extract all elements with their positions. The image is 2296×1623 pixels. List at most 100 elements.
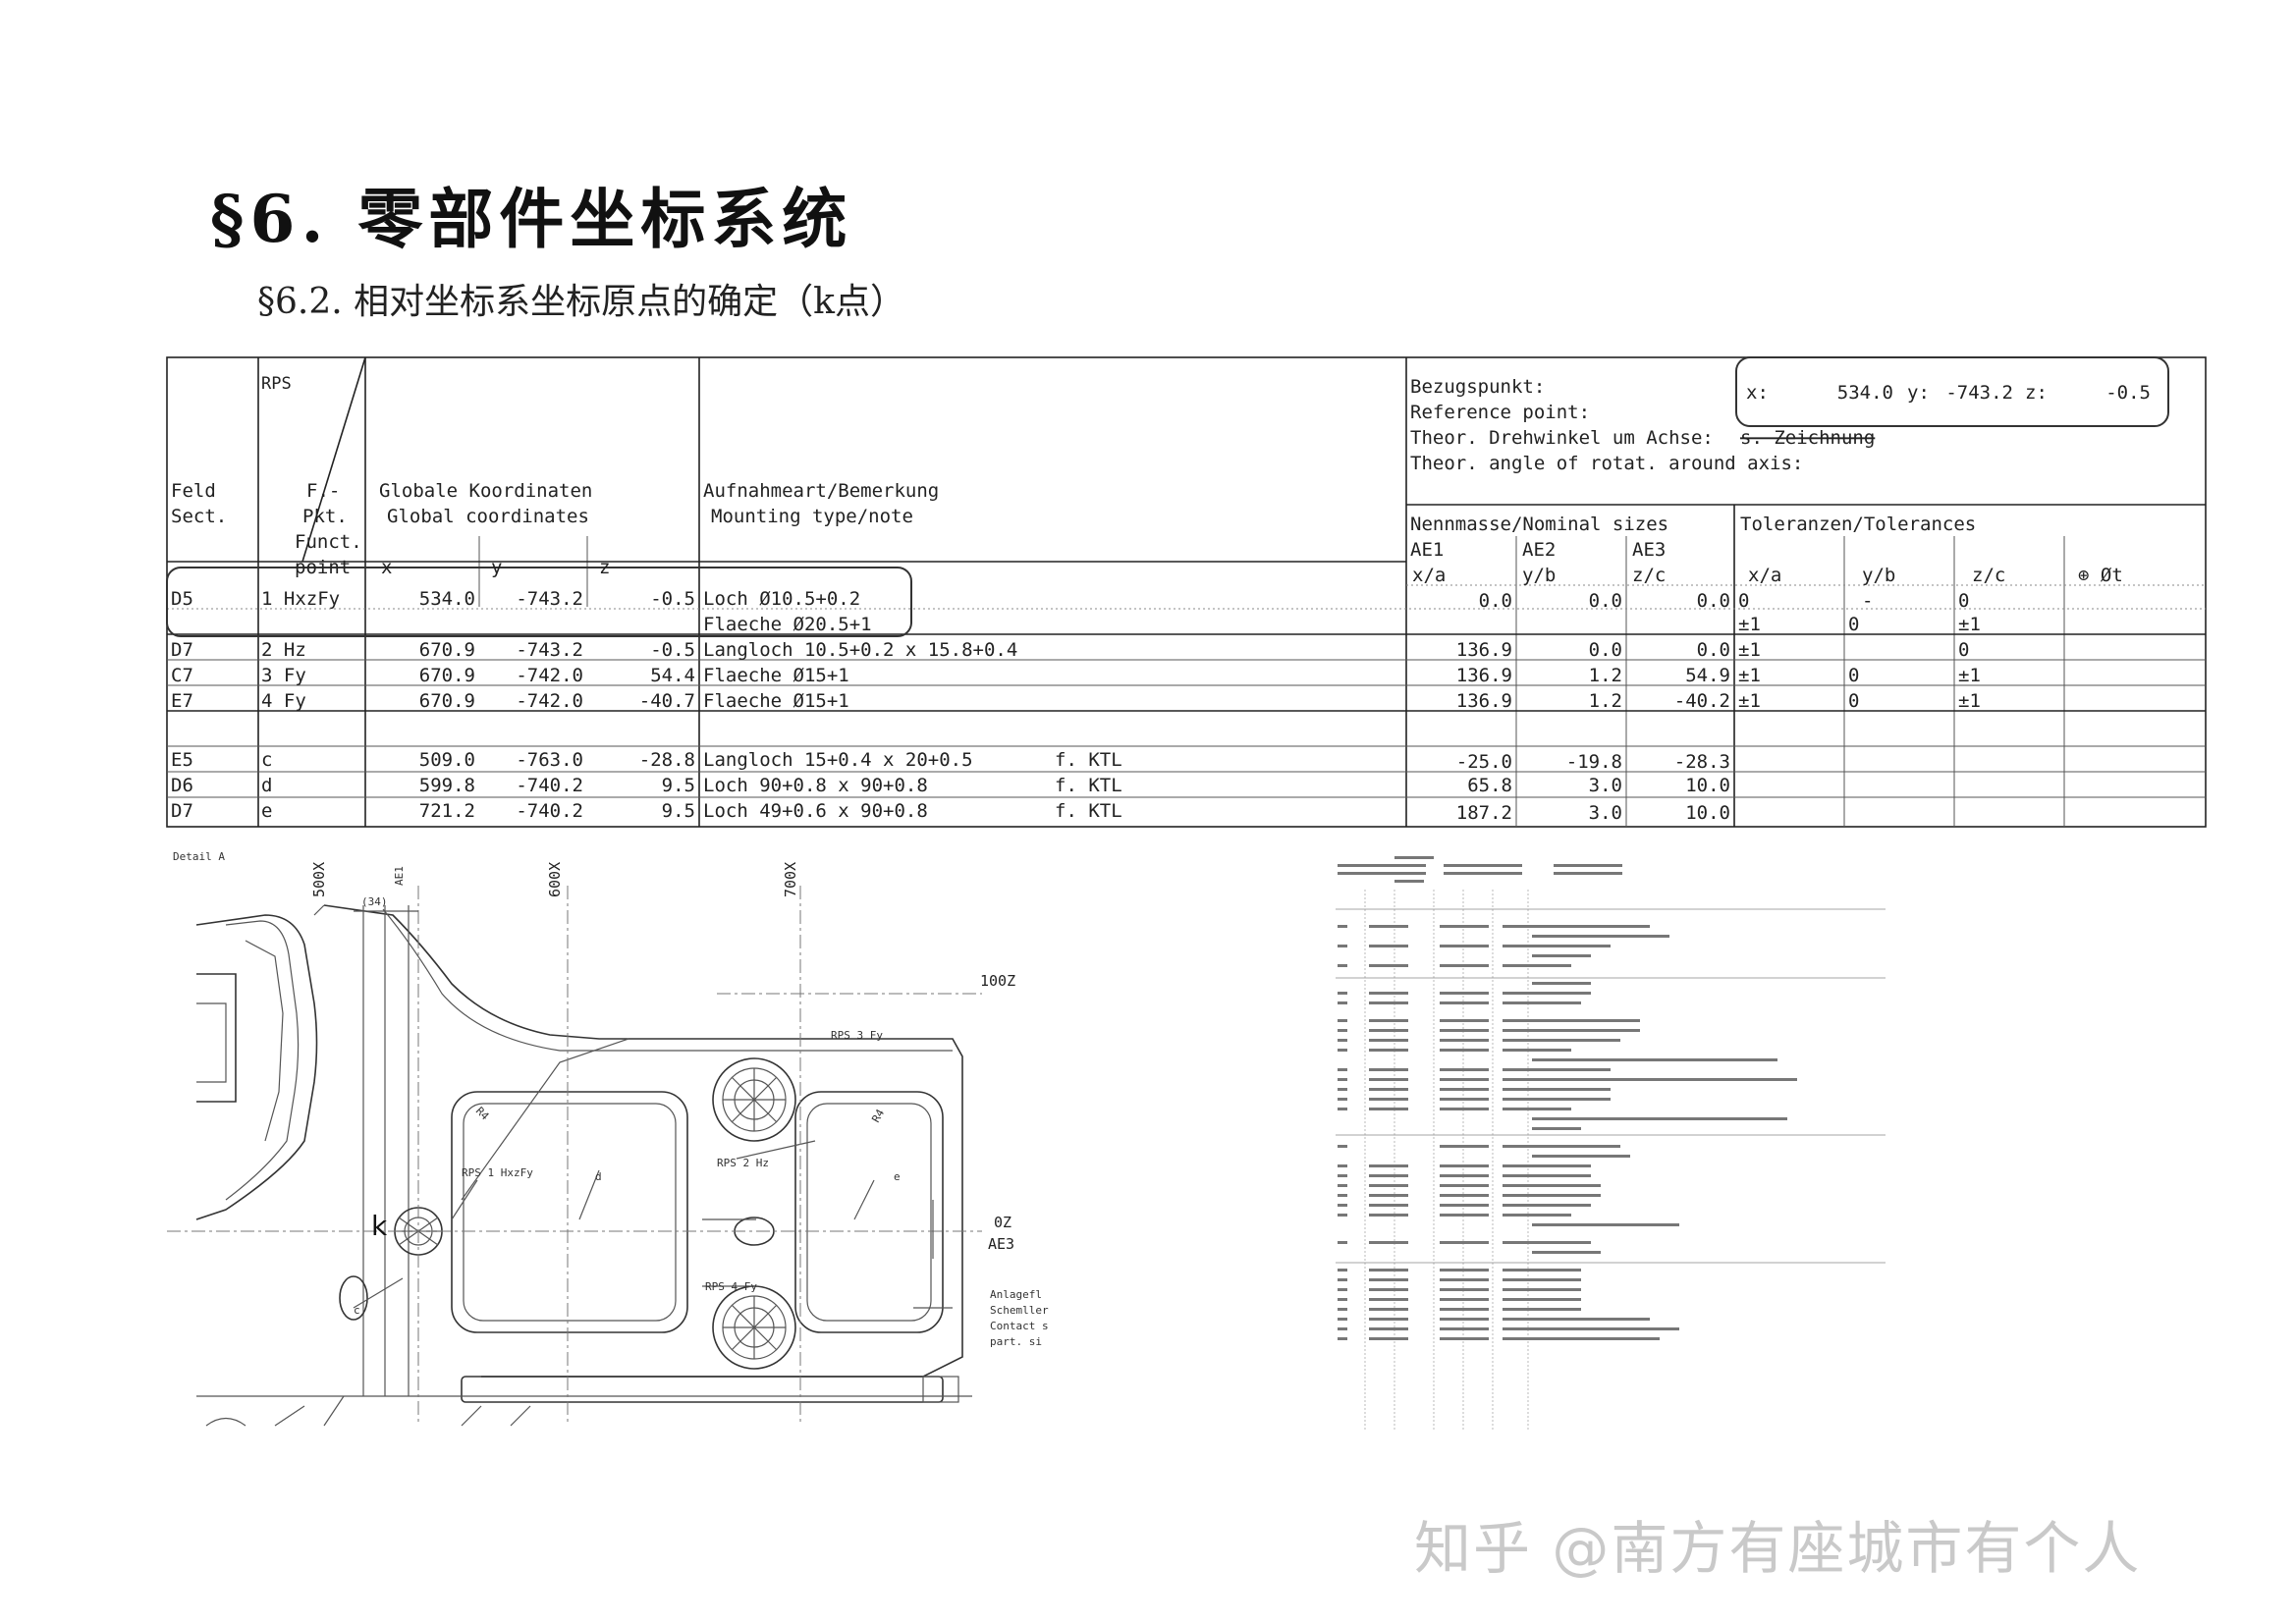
- cell-nz: -40.2: [1674, 690, 1730, 712]
- cell-ty: 0: [1848, 665, 1859, 686]
- ref-x-label: x:: [1746, 382, 1769, 404]
- hdr-tzc: z/c: [1972, 565, 2005, 586]
- hdr-global: Global coordinates: [387, 506, 589, 527]
- hdr-ae2: AE2: [1522, 539, 1556, 561]
- cell-nx: 187.2: [1456, 802, 1512, 824]
- cell-feld: D7: [171, 800, 193, 822]
- hole-c-label: c: [354, 1304, 360, 1317]
- axis-ae3: AE3: [988, 1235, 1014, 1253]
- cell-note: Loch 90+0.8 x 90+0.8: [703, 775, 928, 796]
- axis-ae1: AE1: [393, 866, 406, 886]
- cell-nz: -28.3: [1674, 751, 1730, 773]
- rps2-label: RPS 2 Hz: [717, 1157, 769, 1169]
- axis-700x: 700X: [782, 862, 799, 897]
- cell-x: 670.9: [419, 665, 475, 686]
- thumbnail-text-lines: [1336, 856, 1886, 1430]
- cell-z: 9.5: [662, 775, 695, 796]
- anlage-label-1: Anlagefl: [990, 1288, 1042, 1301]
- cell-ktl: f. KTL: [1055, 749, 1122, 771]
- cell-feld: D6: [171, 775, 193, 796]
- hdr-globale: Globale Koordinaten: [379, 480, 592, 502]
- cell-y: -740.2: [516, 800, 583, 822]
- anlage-label-3: Contact s: [990, 1320, 1049, 1332]
- table-row: C7 3 Fy 670.9 -742.0 54.4 Flaeche Ø15+1 …: [171, 665, 1981, 686]
- hdr-xa: x/a: [1412, 565, 1446, 586]
- section-title: §6. 零部件坐标系统: [210, 181, 853, 257]
- hdr-txa: x/a: [1748, 565, 1781, 586]
- rps1-label: RPS 1 HxzFy: [462, 1166, 533, 1179]
- cell-note2: Flaeche Ø20.5+1: [703, 614, 872, 635]
- cell-nz: 54.9: [1685, 665, 1730, 686]
- cell-rps: 1 HxzFy: [261, 588, 340, 610]
- cell-ty2: 0: [1848, 614, 1859, 635]
- cell-tx: 0: [1738, 590, 1749, 612]
- table-row: D7 2 Hz 670.9 -743.2 -0.5 Langloch 10.5+…: [171, 639, 1969, 661]
- cell-nz: 10.0: [1685, 775, 1730, 796]
- cell-ktl: f. KTL: [1055, 800, 1122, 822]
- watermark: 知乎 @南方有座城市有个人: [1414, 1515, 2142, 1582]
- ref-z: -0.5: [2105, 382, 2151, 404]
- hdr-ae3: AE3: [1632, 539, 1666, 561]
- hole-d-label: d: [595, 1170, 602, 1183]
- cell-tz2: ±1: [1958, 614, 1981, 635]
- cell-ny: 1.2: [1589, 690, 1622, 712]
- hdr-yb: y/b: [1522, 565, 1556, 586]
- hdr-point: point: [295, 557, 351, 578]
- dimension-label: (34): [361, 895, 388, 908]
- cell-z: -28.8: [639, 749, 695, 771]
- cell-nx: -25.0: [1456, 751, 1512, 773]
- hdr-sect: Sect.: [171, 506, 227, 527]
- cell-ktl: f. KTL: [1055, 775, 1122, 796]
- axis-500x: 500X: [310, 862, 328, 897]
- cell-rps: 2 Hz: [261, 639, 306, 661]
- cell-feld: E5: [171, 749, 193, 771]
- cell-nz: 0.0: [1697, 639, 1730, 661]
- cell-ny: 1.2: [1589, 665, 1622, 686]
- ref-z-label: z:: [2025, 382, 2048, 404]
- document-thumbnail: [1336, 856, 1886, 1430]
- table-row: D5 1 HxzFy 534.0 -743.2 -0.5 Loch Ø10.5+…: [171, 588, 1981, 635]
- cell-rps: 4 Fy: [261, 690, 306, 712]
- cell-feld: C7: [171, 665, 193, 686]
- cell-x: 509.0: [419, 749, 475, 771]
- cell-note: Langloch 15+0.4 x 20+0.5: [703, 749, 973, 771]
- cell-nx: 136.9: [1456, 690, 1512, 712]
- cell-ty: 0: [1848, 690, 1859, 712]
- cell-z: 9.5: [662, 800, 695, 822]
- axis-600x: 600X: [546, 862, 564, 897]
- hdr-y: y: [491, 557, 502, 578]
- cell-y: -742.0: [516, 690, 583, 712]
- hdr-pkt: Pkt.: [302, 506, 348, 527]
- cell-y: -742.0: [516, 665, 583, 686]
- cell-feld: D5: [171, 588, 193, 610]
- cell-ny: 0.0: [1589, 639, 1622, 661]
- subsection-title: §6.2. 相对坐标系坐标原点的确定（k点）: [257, 282, 905, 322]
- cell-rps: 3 Fy: [261, 665, 306, 686]
- axis-100z: 100Z: [980, 972, 1015, 990]
- cell-ny: 3.0: [1589, 802, 1622, 824]
- cell-nx: 136.9: [1456, 665, 1512, 686]
- hdr-tol: Toleranzen/Tolerances: [1740, 514, 1976, 535]
- cell-tz: ±1: [1958, 690, 1981, 712]
- cell-feld: E7: [171, 690, 193, 712]
- ref-y: -743.2: [1945, 382, 2013, 404]
- hdr-mounting: Mounting type/note: [711, 506, 913, 527]
- detail-label: Detail A: [173, 850, 225, 863]
- hdr-tt: ⊕ Øt: [2078, 565, 2123, 586]
- hdr-tyb: y/b: [1862, 565, 1895, 586]
- hdr-ae1: AE1: [1410, 539, 1444, 561]
- cell-note: Loch Ø10.5+0.2: [703, 588, 860, 610]
- cell-rps: e: [261, 800, 272, 822]
- cell-note: Flaeche Ø15+1: [703, 690, 849, 712]
- hole-e-label: e: [894, 1170, 901, 1183]
- cell-y: -740.2: [516, 775, 583, 796]
- cell-x: 599.8: [419, 775, 475, 796]
- cell-x: 670.9: [419, 639, 475, 661]
- cell-x: 670.9: [419, 690, 475, 712]
- cell-x: 721.2: [419, 800, 475, 822]
- hdr-feld: Feld: [171, 480, 216, 502]
- ref-x: 534.0: [1837, 382, 1893, 404]
- cell-ny: 0.0: [1589, 590, 1622, 612]
- cell-y: -743.2: [516, 588, 583, 610]
- cell-ny: 3.0: [1589, 775, 1622, 796]
